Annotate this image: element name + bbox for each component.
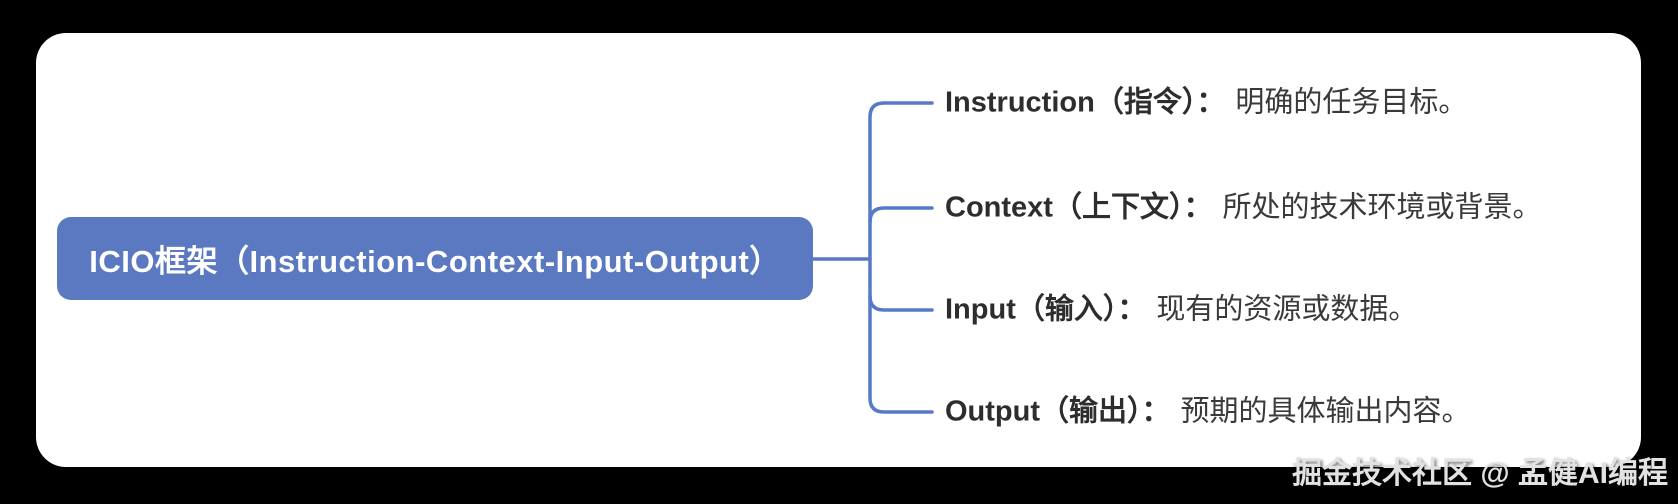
branch-description: 预期的具体输出内容。: [1180, 395, 1471, 428]
branch-node-context: Context（上下文）： 所处的技术环境或背景。: [945, 191, 1541, 226]
branch-term-label: Input（输入）：: [945, 293, 1147, 326]
branch-node-output: Output（输出）： 预期的具体输出内容。: [945, 395, 1471, 430]
branch-node-input: Input（输入）： 现有的资源或数据。: [945, 293, 1417, 328]
root-node-label: ICIO框架（Instruction-Context-Input-Output）: [89, 244, 781, 279]
branch-term-label: Instruction（指令）：: [945, 86, 1226, 119]
watermark-credit: 掘金技术社区 @ 孟健AI编程: [1292, 457, 1668, 490]
root-node-icio-framework: ICIO框架（Instruction-Context-Input-Output）: [57, 217, 813, 300]
branch-term-label: Output（输出）：: [945, 395, 1171, 428]
branch-description: 所处的技术环境或背景。: [1222, 191, 1542, 224]
branch-description: 明确的任务目标。: [1235, 86, 1468, 119]
branch-term-label: Context（上下文）：: [945, 191, 1213, 224]
branch-node-instruction: Instruction（指令）： 明确的任务目标。: [945, 86, 1467, 121]
branch-description: 现有的资源或数据。: [1156, 293, 1418, 326]
